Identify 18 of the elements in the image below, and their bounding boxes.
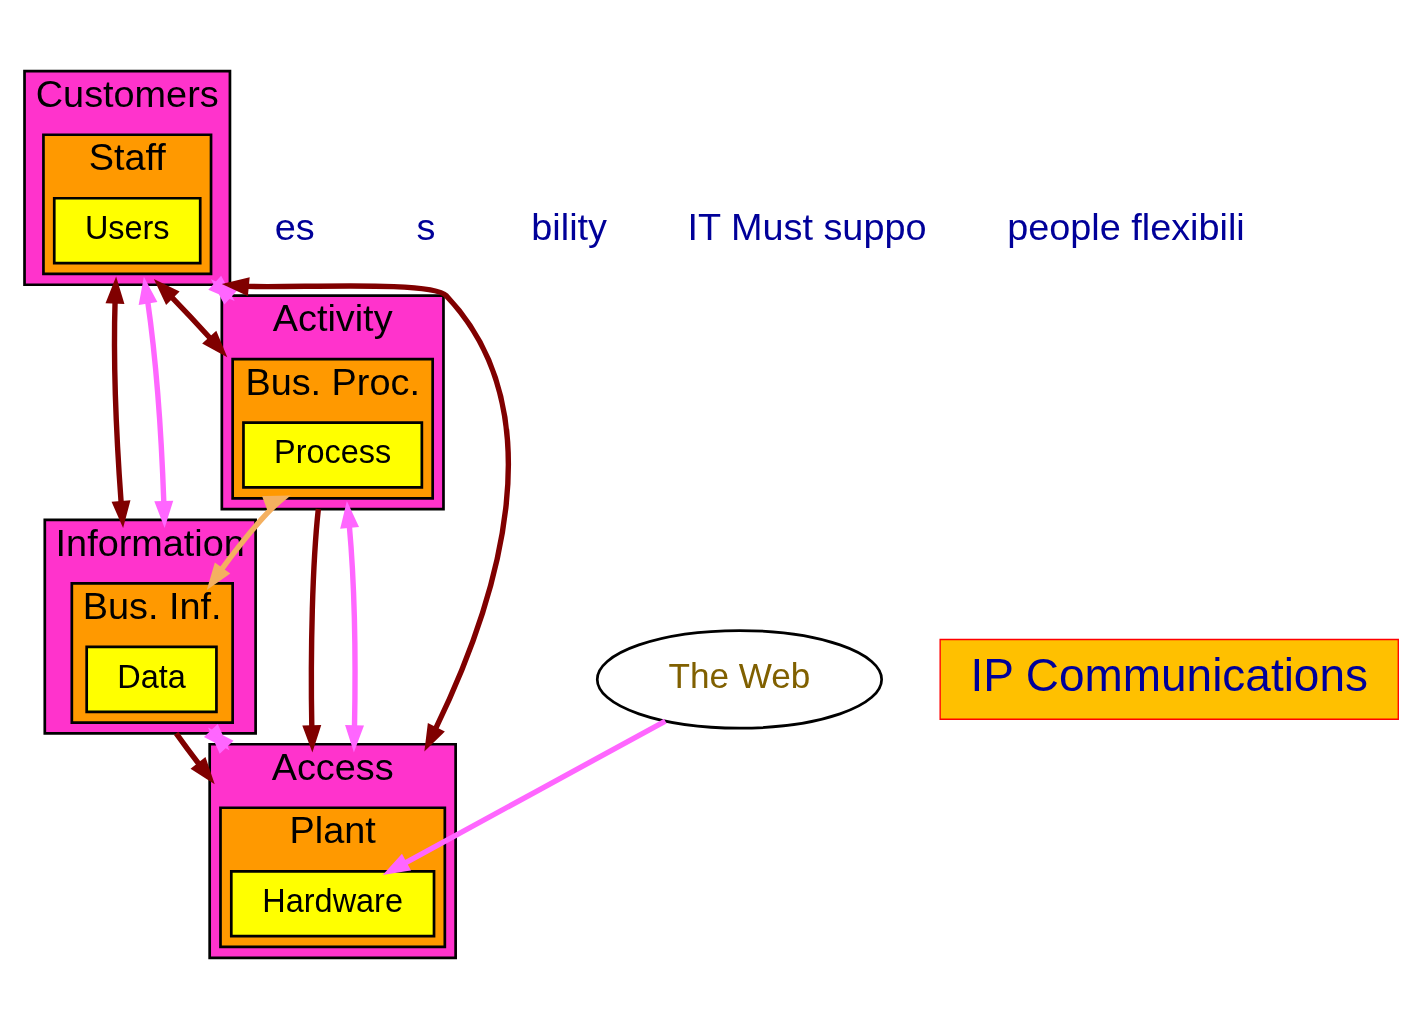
node-box: Hardware: [229, 869, 436, 938]
label: IT Must suppo: [687, 206, 927, 249]
arrow: [173, 731, 215, 785]
label: people flexibili: [1007, 206, 1245, 249]
label: es: [274, 206, 315, 249]
node-ellipse: The Web: [595, 629, 883, 730]
arrow: [138, 276, 174, 529]
arrow: [382, 718, 667, 876]
label: bility: [531, 206, 608, 249]
arrow: [206, 495, 291, 591]
arrow: [340, 500, 365, 753]
node-box: Process: [242, 421, 424, 489]
node-box: IP Communications: [939, 638, 1399, 720]
arrow: [302, 508, 322, 753]
label: s: [416, 206, 436, 249]
node-box: Data: [85, 645, 218, 714]
node-box: Users: [52, 196, 202, 265]
arrow: [105, 276, 131, 529]
